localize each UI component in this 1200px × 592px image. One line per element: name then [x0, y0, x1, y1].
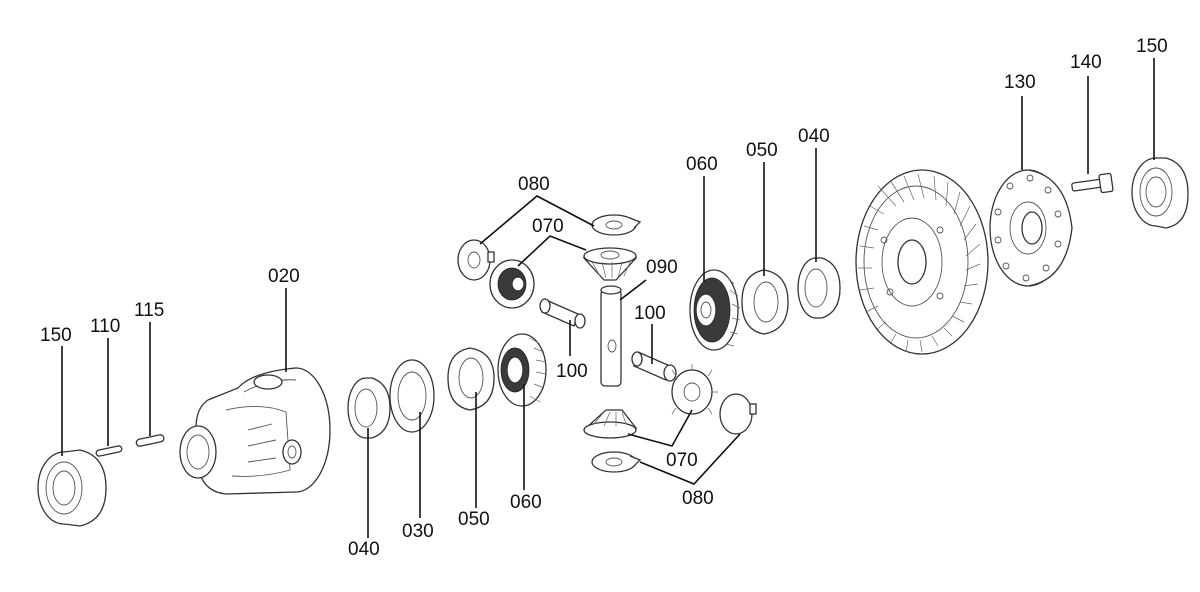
part-labels: 150 110 115 020 040 030 050 060 080 070 …: [40, 36, 1168, 560]
part-050-washer-right: [741, 269, 789, 335]
part-070-pinion-gear-bottom: [583, 364, 718, 439]
part-140-bolt: [1071, 172, 1114, 194]
label-130: 130: [1004, 72, 1036, 93]
label-150-left: 150: [40, 325, 72, 346]
ring-gear: [855, 169, 989, 355]
part-150-left-bearing: [37, 449, 107, 527]
label-050-top: 050: [746, 140, 778, 161]
label-040-top: 040: [798, 126, 830, 147]
label-020: 020: [268, 266, 300, 287]
label-060-bottom: 060: [510, 492, 542, 513]
part-040-washer-left: [347, 377, 391, 439]
part-115-pin: [135, 434, 165, 447]
label-150-right: 150: [1136, 36, 1168, 57]
part-150-right-bearing: [1131, 157, 1189, 229]
part-090-cross-shaft: [600, 285, 622, 387]
label-040-bottom: 040: [348, 539, 380, 560]
part-060-side-gear-left: [497, 333, 547, 407]
label-030: 030: [402, 521, 434, 542]
label-090: 090: [646, 257, 678, 278]
part-080-thrust-washer-bottom: [591, 393, 757, 473]
leader-lines: [61, 58, 1155, 538]
label-140: 140: [1070, 52, 1102, 73]
part-050-washer-left: [447, 347, 495, 411]
part-070-pinion-gear-top: [489, 247, 638, 309]
label-070-bottom: 070: [666, 450, 698, 471]
label-050-bottom: 050: [458, 509, 490, 530]
label-060-top: 060: [686, 154, 718, 175]
part-100-pin-left: [539, 298, 586, 329]
label-080-top: 080: [518, 174, 550, 195]
label-080-bottom: 080: [682, 488, 714, 509]
label-100-right: 100: [634, 303, 666, 324]
part-110-pin: [95, 445, 123, 457]
label-110: 110: [90, 316, 120, 337]
part-030-washer: [389, 359, 435, 433]
label-100-left: 100: [556, 361, 588, 382]
part-080-thrust-washer-top: [457, 214, 642, 281]
part-100-pin-right: [631, 351, 677, 382]
part-130-flange: [989, 169, 1073, 287]
label-070-top: 070: [532, 216, 564, 237]
part-060-side-gear-right: [689, 269, 741, 351]
part-020-housing: [179, 367, 331, 495]
label-115: 115: [134, 300, 164, 321]
part-040-washer-right: [797, 257, 841, 319]
